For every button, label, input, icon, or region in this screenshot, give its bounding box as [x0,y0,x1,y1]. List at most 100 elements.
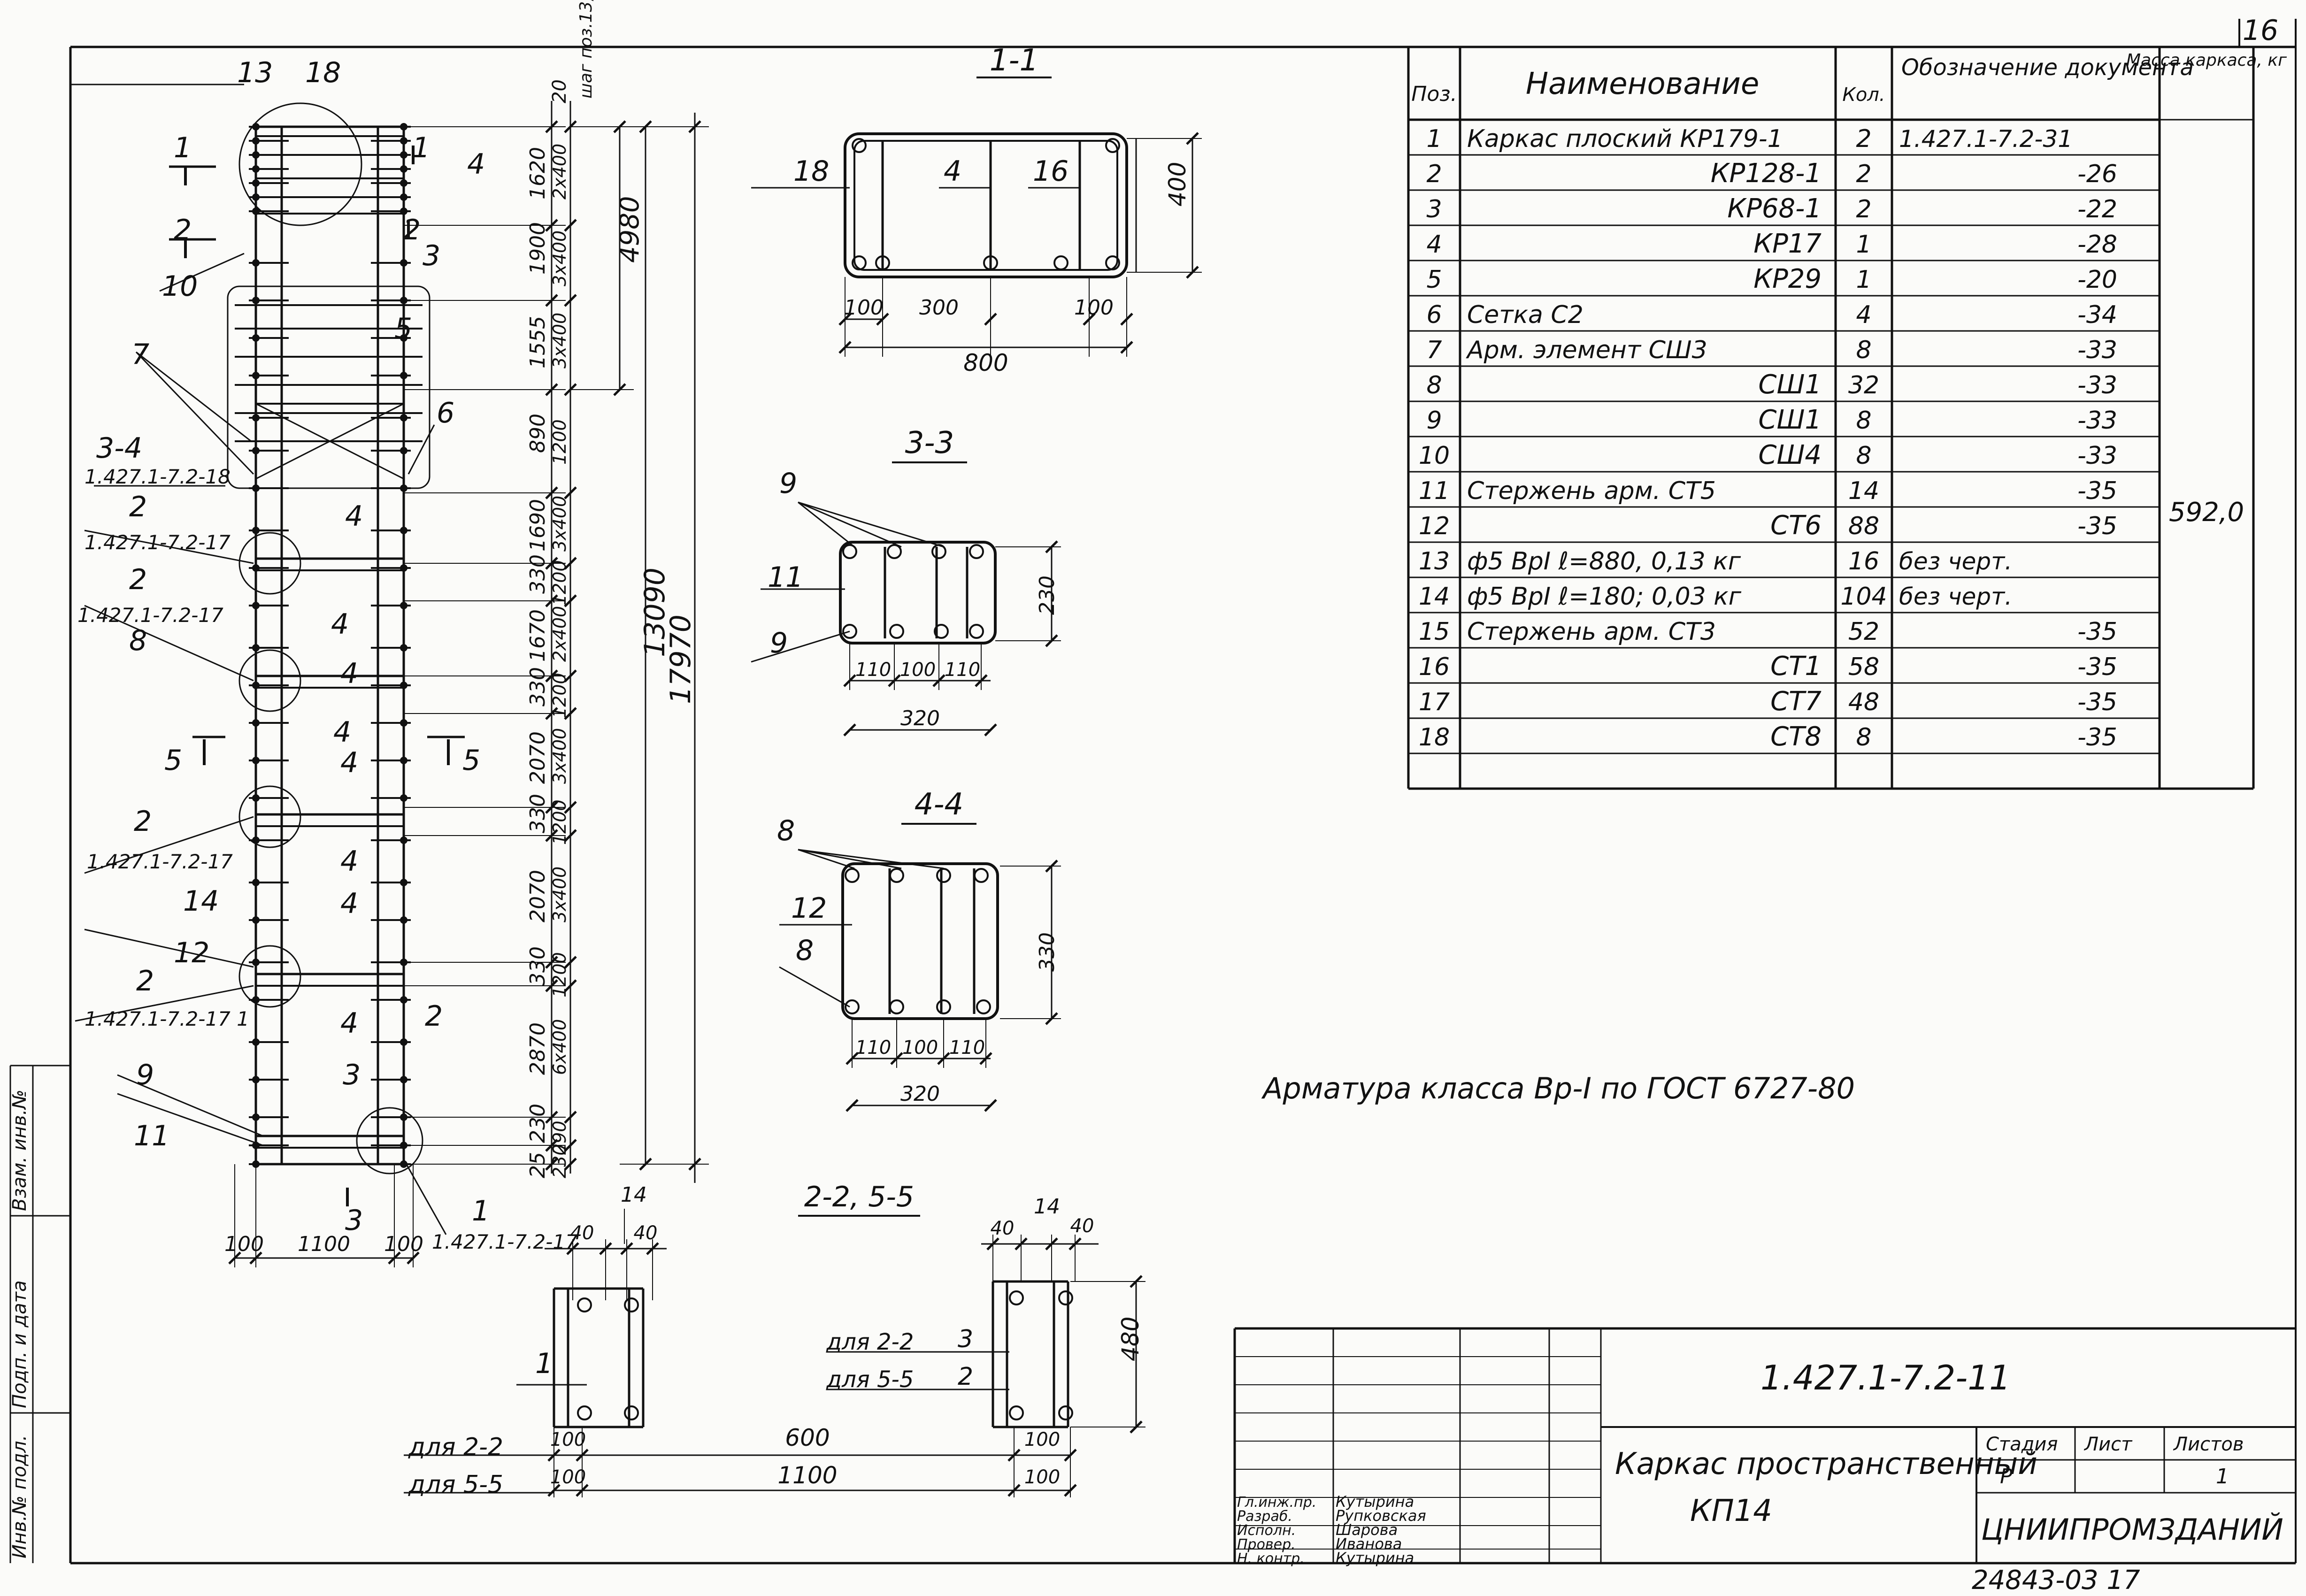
callout-label: 1 [412,131,430,164]
table-cell-qty: 2 [1856,195,1871,223]
detail-circle-top [238,102,362,226]
bar-dot [400,414,407,422]
dim-tick [576,1449,589,1462]
table-cell-name: Арм. элемент СШ3 [1466,336,1707,364]
dim-tick [545,594,558,607]
rebar [1105,255,1120,270]
title-stage-label: Стадия [1986,1434,2058,1455]
dim-tick [564,294,577,307]
dim-tick [1045,634,1058,647]
dimension: 800 [963,349,1008,376]
title-role: Разраб. [1237,1508,1292,1525]
joint-circle [238,945,301,1008]
dim-tick [564,829,577,842]
bar-dot [252,297,260,304]
callout-label: 1.427.1-7.2-18 [85,465,231,488]
dimension: 40 [634,1222,658,1244]
dim-tick [564,979,577,992]
rebar [887,544,902,559]
dim-tick [564,801,577,814]
rebar [969,624,984,639]
bar-dot [400,719,407,727]
table-cell-pos: 11 [1419,477,1450,505]
bar-dot [252,259,260,267]
table-cell-doc: -26 [2077,160,2117,188]
bar-dot [252,794,260,802]
table-cell-name: СШ1 [1758,405,1822,435]
leader [117,1093,263,1146]
table-header-qty: Кол. [1842,84,1885,106]
spacing-dimension: 290 [549,1120,570,1155]
dimension: 230 [1035,575,1059,615]
side-stamp-replace: Взам. инв.№ [9,1090,31,1211]
table-cell-qty: 8 [1856,723,1871,752]
segment-dimension: 330 [526,667,550,706]
table-cell-doc: -28 [2077,230,2117,259]
dim-tick [937,1052,950,1065]
callout-label: 4 [340,1007,358,1040]
bar-dot [400,836,407,844]
dim-tick [1007,1449,1021,1462]
bar-dot [400,447,407,454]
title-sheets: 1 [2216,1465,2229,1489]
table-cell-qty: 52 [1848,618,1879,646]
title-line1: Каркас пространственный [1615,1447,2037,1481]
dimension: 100 [902,1037,938,1059]
table-cell-doc: -22 [2077,195,2117,223]
step-value: 20 [549,79,570,103]
callout-label: 14 [183,885,219,918]
table-cell-doc: -35 [2077,477,2117,505]
table-header-doc: Обозначение документа [1901,54,2194,81]
dim-tick [1064,1484,1077,1497]
leader [407,424,435,475]
leader [136,351,252,442]
rebar [983,255,998,270]
table-cell-name: КР17 [1753,229,1822,259]
section-note: для 2-2 [826,1329,914,1355]
bar-dot [400,602,407,609]
table-cell-doc: -33 [2077,442,2117,470]
section-label: 2-2, 5-5 [804,1181,914,1213]
table-cell-pos: 18 [1419,723,1450,752]
title-organization: ЦНИИПРОМЗДАНИЙ [1981,1512,2283,1547]
rebar [842,624,857,639]
rebar [976,999,991,1014]
bar-dot [400,794,407,802]
section-label: 3-3 [905,426,954,460]
callout-label: 2 [136,965,154,998]
table-cell-doc: -33 [2077,336,2117,364]
table-cell-name: КР29 [1753,264,1822,294]
dim-tick [1120,341,1133,354]
callout-label: 4 [340,845,358,878]
bar-dot [252,372,260,379]
dim-tick [688,120,701,133]
callout-label: 2 [129,563,147,596]
bar-dot [400,259,407,267]
dim-tick [613,383,626,396]
rebar [1053,255,1068,270]
title-sheets-label: Листов [2173,1434,2244,1455]
bar-dot [400,165,407,173]
total-dimension: 4980 [615,196,645,263]
segment-dimension: 330 [526,946,550,986]
spacing-dimension: 230 [549,1144,570,1178]
leader [403,1159,447,1235]
callout-label: 5 [164,744,182,777]
callout-label: 1 [535,1347,553,1380]
dim-tick [843,674,856,687]
dim-tick [838,341,852,354]
dimension: 600 [785,1424,830,1451]
title-name: Кутырина [1336,1549,1414,1567]
dim-tick [545,669,558,683]
rebar [1058,1290,1073,1305]
dim-tick [564,486,577,499]
title-stage: Р [2000,1465,2013,1489]
bar-dot [400,372,407,379]
dim-tick [545,486,558,499]
section-4-4-outline [841,862,999,1020]
rebar [577,1297,592,1312]
table-cell-qty: 32 [1848,371,1879,399]
dimension: 14 [1034,1195,1060,1219]
dim-tick [639,120,652,133]
title-name: Рупковская [1336,1507,1426,1525]
